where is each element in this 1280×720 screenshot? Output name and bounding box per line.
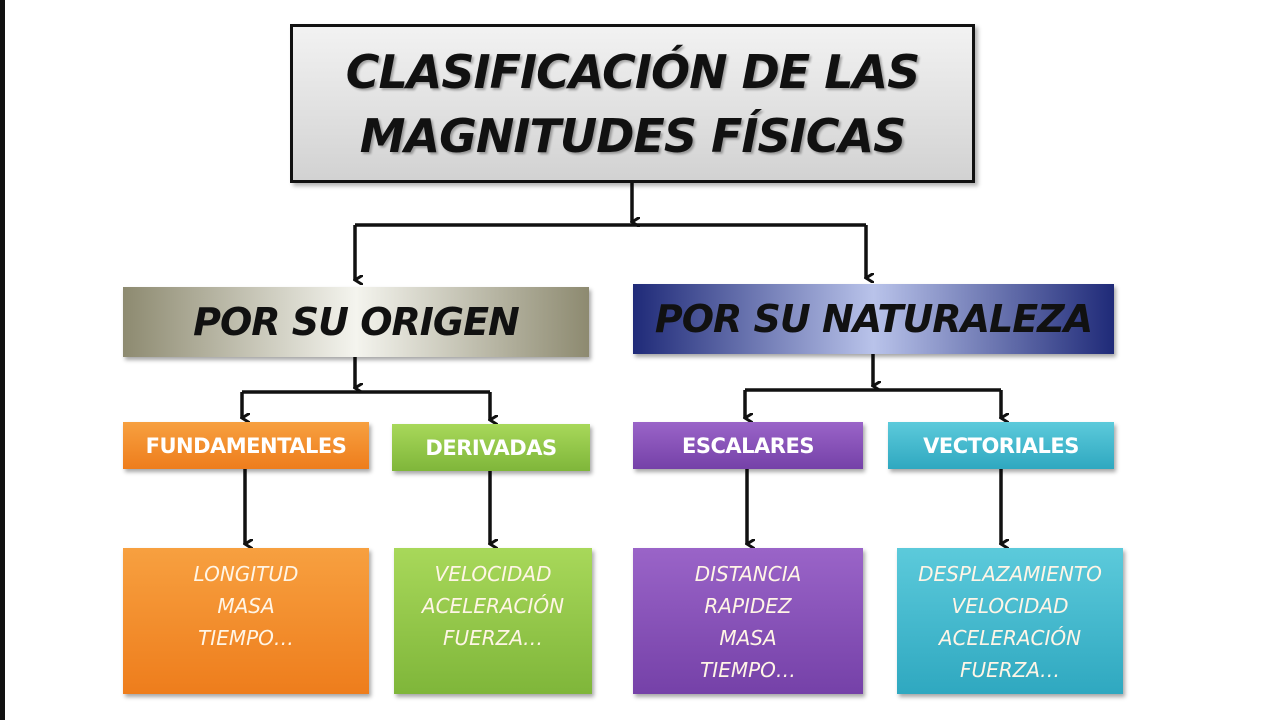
left-edge-bar	[0, 0, 5, 720]
title-line-1: CLASIFICACIÓN DE LAS	[345, 44, 921, 99]
branch-por-su-naturaleza: POR SU NATURALEZA	[633, 284, 1114, 354]
category-label: DERIVADAS	[425, 435, 557, 460]
category-derivadas: DERIVADAS	[392, 424, 590, 471]
title-box: CLASIFICACIÓN DE LAS MAGNITUDES FÍSICAS	[290, 24, 975, 183]
example-item: ACELERACIÓN	[421, 594, 565, 618]
category-vectoriales: VECTORIALES	[888, 422, 1114, 469]
example-item: ACELERACIÓN	[938, 626, 1082, 650]
example-item: MASA	[719, 626, 777, 650]
example-item: VELOCIDAD	[951, 594, 1069, 618]
category-fundamentales: FUNDAMENTALES	[123, 422, 369, 469]
examples-fundamentales: LONGITUD MASA TIEMPO…	[123, 548, 369, 694]
example-item: TIEMPO…	[198, 626, 294, 650]
category-escalares: ESCALARES	[633, 422, 863, 469]
category-label: FUNDAMENTALES	[145, 433, 347, 458]
branch-label: POR SU ORIGEN	[193, 300, 520, 344]
example-item: VELOCIDAD	[434, 562, 552, 586]
example-item: TIEMPO…	[700, 658, 796, 682]
example-item: RAPIDEZ	[704, 594, 792, 618]
branch-label: POR SU NATURALEZA	[654, 297, 1093, 341]
example-item: DESPLAZAMIENTO	[918, 562, 1102, 586]
examples-derivadas: VELOCIDAD ACELERACIÓN FUERZA…	[394, 548, 592, 694]
example-item: DISTANCIA	[694, 562, 802, 586]
branch-por-su-origen: POR SU ORIGEN	[123, 287, 589, 357]
examples-escalares: DISTANCIA RAPIDEZ MASA TIEMPO…	[633, 548, 863, 694]
example-item: MASA	[217, 594, 275, 618]
title-line-2: MAGNITUDES FÍSICAS	[359, 108, 906, 163]
category-label: ESCALARES	[682, 433, 814, 458]
category-label: VECTORIALES	[923, 433, 1079, 458]
examples-vectoriales: DESPLAZAMIENTO VELOCIDAD ACELERACIÓN FUE…	[897, 548, 1123, 694]
example-item: LONGITUD	[193, 562, 299, 586]
example-item: FUERZA…	[959, 658, 1061, 682]
example-item: FUERZA…	[442, 626, 544, 650]
